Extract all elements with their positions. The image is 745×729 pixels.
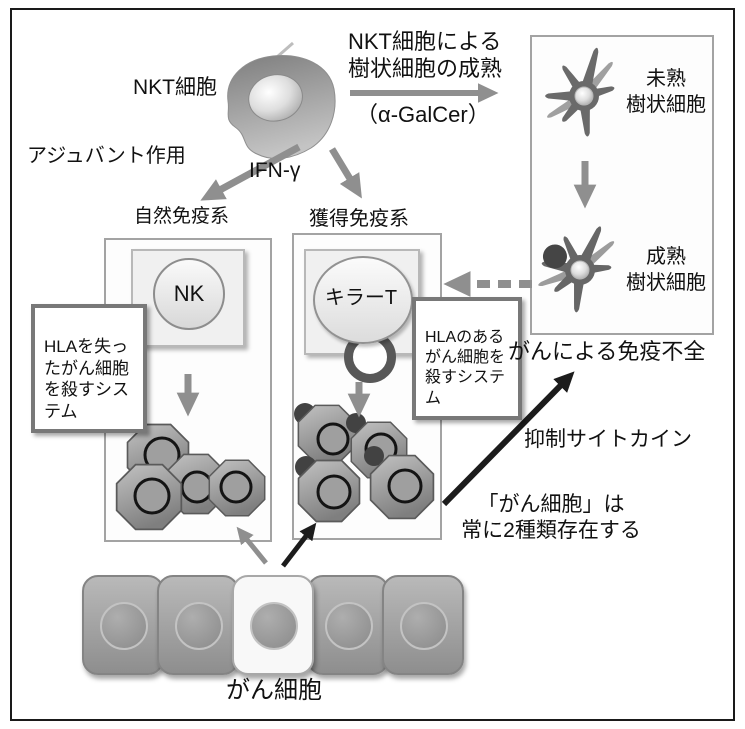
arrow-cell-to-innate-box — [236, 526, 268, 565]
nkt-cell-icon — [227, 41, 336, 160]
nk-cell-box: NK — [131, 249, 245, 347]
dc-maturation-note: NKT細胞による 樹状細胞の成熟 — [348, 29, 503, 81]
hla-present-note-text: HLAのある がん細胞を 殺すシステ ム — [425, 329, 506, 407]
antigen-dot — [542, 244, 567, 269]
acquired-system-label: 獲得免疫系 — [309, 208, 409, 230]
outer-frame — [10, 8, 735, 721]
cancer-immunodeficiency-label: がんによる免疫不全 — [508, 339, 706, 364]
cancer-cell — [382, 575, 464, 675]
hla-lost-note-box: HLAを失っ たがん細胞 を殺すシス テム — [31, 304, 147, 434]
nkt-cell-nucleus — [248, 74, 303, 122]
suppressive-cytokine-label: 抑制サイトカイン — [524, 428, 692, 451]
cancer-cells-with-hla — [294, 403, 433, 521]
hla-knob — [364, 446, 384, 466]
immature-dendritic-cell-icon — [544, 45, 618, 138]
nkt-cell-tail — [276, 41, 294, 59]
two-types-note: 「がん細胞」は 常に2種類存在する — [461, 493, 641, 542]
cancer-cells-no-hla — [117, 425, 265, 530]
adjuvant-effect-label: アジュバント作用 — [27, 145, 186, 167]
ifn-gamma-label: IFN-γ — [249, 159, 301, 182]
hla-lost-note-text: HLAを失っ たがん細胞 を殺すシス テム — [44, 337, 129, 421]
immature-dc-label: 未熟 樹状細胞 — [626, 68, 706, 116]
innate-system-label: 自然免疫系 — [134, 206, 230, 227]
arrow-to-innate — [200, 143, 301, 201]
cell-nucleus — [250, 602, 298, 650]
cancer-cell — [157, 575, 239, 675]
nk-cell-label: NK — [173, 281, 205, 306]
dc-nucleus — [574, 86, 594, 106]
cell-nucleus — [100, 602, 148, 650]
killer-t-label: キラーT — [324, 287, 398, 309]
mature-dc-label: 成熟 樹状細胞 — [626, 246, 706, 294]
cell-nucleus — [175, 602, 223, 650]
cell-nucleus — [400, 602, 448, 650]
cancer-cell-variant — [232, 575, 314, 675]
cancer-cell — [82, 575, 164, 675]
cell-nucleus — [325, 602, 373, 650]
arrow-cell-to-acquired-box — [281, 522, 317, 568]
arrow-to-acquired — [329, 147, 362, 199]
hla-present-note-box: HLAのある がん細胞を 殺すシステ ム — [412, 297, 522, 420]
nkt-cell-label: NKT細胞 — [133, 76, 217, 99]
galcer-label: （α-GalCer） — [356, 102, 490, 127]
killer-t-cell — [313, 256, 413, 344]
cancer-cells-label: がん細胞 — [226, 677, 322, 704]
nk-cell: NK — [153, 258, 225, 330]
dc-nucleus — [570, 260, 590, 280]
mature-dendritic-cell-icon — [536, 223, 618, 313]
arrow-suppressive-cytokine — [441, 371, 575, 507]
